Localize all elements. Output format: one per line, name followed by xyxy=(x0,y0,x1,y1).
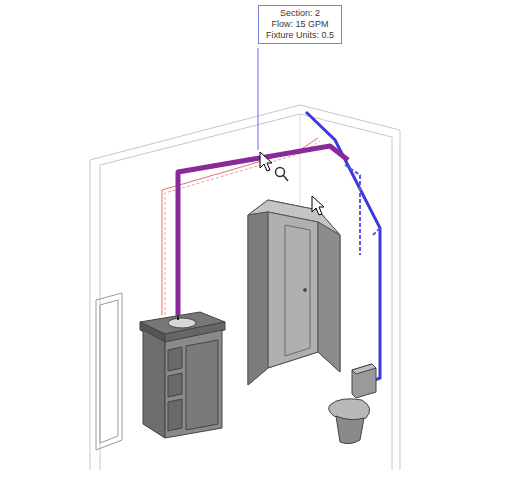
wall-outline xyxy=(90,160,91,470)
mouse-cursor xyxy=(260,152,324,215)
wall-inner xyxy=(100,114,392,470)
tooltip-text: Flow: 15 GPM xyxy=(266,19,334,30)
tooltip-box: Section: 2Flow: 15 GPMFixture Units: 0.5 xyxy=(258,5,342,44)
tooltip-text: Fixture Units: 0.5 xyxy=(266,30,334,41)
leader-line xyxy=(258,48,259,150)
sink-vanity xyxy=(140,312,225,438)
shower-stall xyxy=(248,200,340,385)
door xyxy=(96,293,122,450)
vent-pipe xyxy=(345,165,380,255)
toilet xyxy=(329,364,376,444)
wall-outline xyxy=(90,105,400,470)
tooltip-text: Section: 2 xyxy=(266,8,334,19)
zoom-cursor xyxy=(276,168,289,182)
